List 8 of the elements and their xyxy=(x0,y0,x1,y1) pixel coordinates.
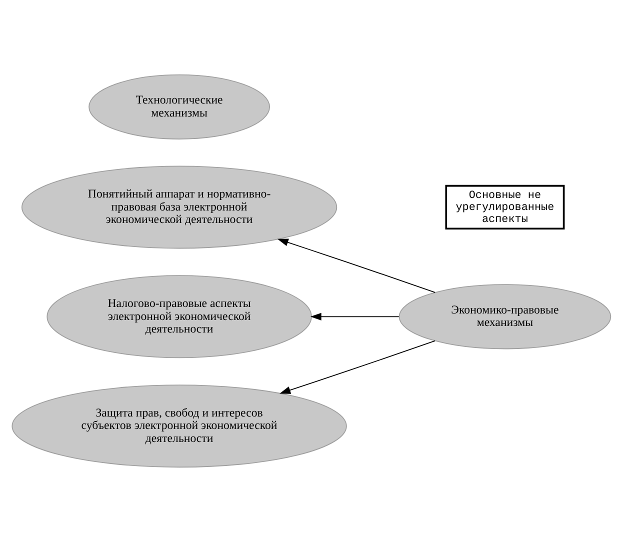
arrow xyxy=(310,312,400,320)
node-box: Основные не урегулированные аспекты xyxy=(445,184,565,230)
arrow xyxy=(280,340,436,394)
node-ellipse: Понятийный аппарат и нормативно-правовая база электронной экономической деятельности xyxy=(21,165,338,248)
node-ellipse: Экономико-правовые механизмы xyxy=(398,284,612,349)
arrow xyxy=(277,238,436,292)
node-ellipse: Налогово-правовые аспекты электронной экономической деятельности xyxy=(46,274,312,358)
node-ellipse: Технологические механизмы xyxy=(88,74,270,139)
